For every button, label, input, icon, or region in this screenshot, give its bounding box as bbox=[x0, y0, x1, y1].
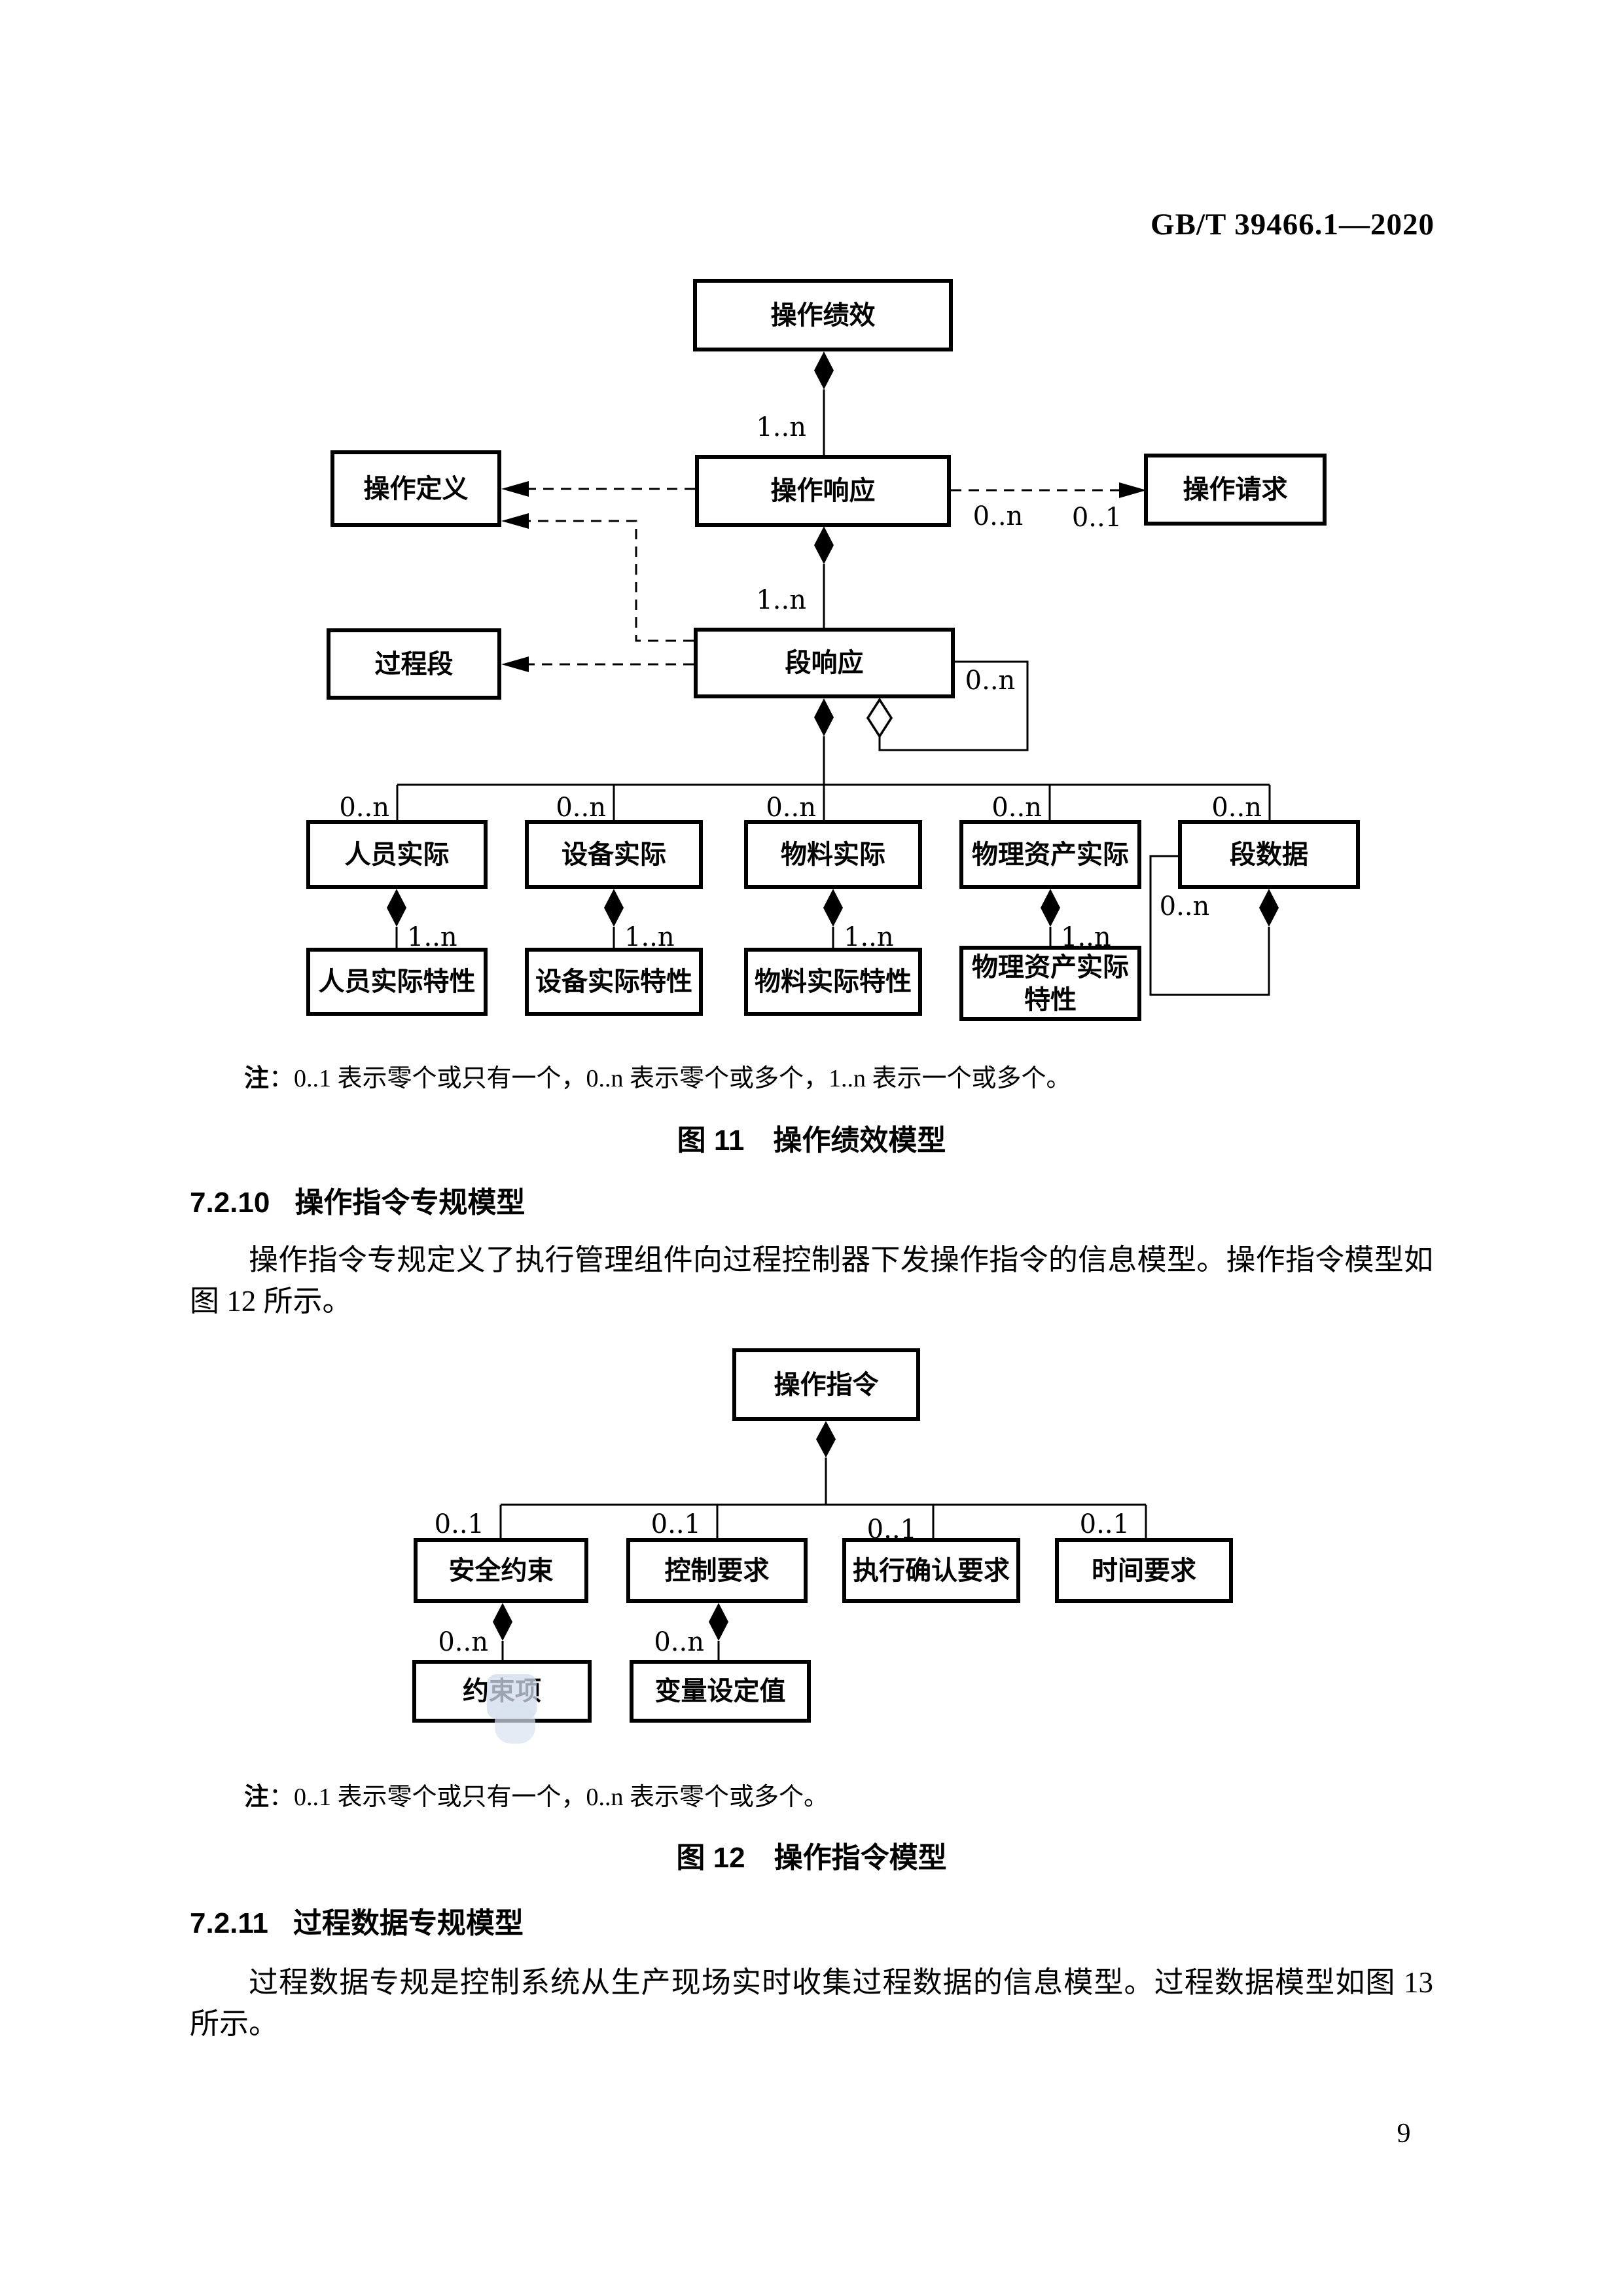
fig11-dashed-lines bbox=[527, 488, 1120, 666]
fig11-note: 注：0..1 表示零个或只有一个，0..n 表示零个或多个，1..n 表示一个或… bbox=[244, 1058, 1071, 1095]
mult-label: 0..1 bbox=[651, 1509, 701, 1539]
note-label: 注 bbox=[244, 1784, 270, 1811]
node-segment-response: 段响应 bbox=[694, 628, 955, 698]
mult-label: 0..n bbox=[556, 793, 606, 823]
node-equipment-actual-property: 设备实际特性 bbox=[525, 948, 703, 1016]
node-time-requirement: 时间要求 bbox=[1055, 1538, 1233, 1603]
node-operations-response: 操作响应 bbox=[695, 455, 951, 527]
mult-label: 0..n bbox=[438, 1627, 488, 1657]
fig12-caption: 图 12 操作指令模型 bbox=[676, 1842, 947, 1874]
mult-label: 1..n bbox=[756, 585, 806, 615]
note-text: ：0..1 表示零个或只有一个，0..n 表示零个或多个，1..n 表示一个或多… bbox=[269, 1065, 1071, 1092]
mult-label: 0..n bbox=[1160, 891, 1210, 922]
fig11-solid-lines bbox=[395, 389, 1271, 996]
mult-label: 0..n bbox=[991, 793, 1042, 823]
node-personnel-actual-property: 人员实际特性 bbox=[306, 948, 488, 1016]
watermark-blob bbox=[495, 1703, 535, 1744]
fig12-note: 注：0..1 表示零个或只有一个，0..n 表示零个或多个。 bbox=[244, 1776, 829, 1814]
mult-label: 0..n bbox=[1211, 793, 1262, 823]
section-title: 过程数据专规模型 bbox=[293, 1907, 524, 1939]
node-material-actual-property: 物料实际特性 bbox=[744, 948, 922, 1016]
node-operations-instruction: 操作指令 bbox=[732, 1348, 920, 1421]
node-safety-constraint: 安全约束 bbox=[414, 1538, 588, 1603]
mult-label: 0..n bbox=[339, 793, 389, 823]
node-operations-request: 操作请求 bbox=[1144, 454, 1327, 526]
page-number: 9 bbox=[1397, 2119, 1411, 2149]
fig11-diamonds-arrowheads bbox=[387, 351, 1279, 927]
mult-label: 1..n bbox=[844, 922, 894, 952]
node-material-actual: 物料实际 bbox=[744, 820, 922, 889]
node-execution-confirmation-requirement: 执行确认要求 bbox=[842, 1538, 1020, 1603]
section-heading-7-2-11: 7.2.11 过程数据专规模型 bbox=[190, 1899, 524, 1941]
standard-code-header: GB/T 39466.1—2020 bbox=[1150, 207, 1435, 242]
fig11-open-diamond bbox=[866, 697, 893, 739]
mult-label: 1..n bbox=[407, 922, 457, 952]
node-control-requirement: 控制要求 bbox=[626, 1538, 808, 1603]
mult-label: 1..n bbox=[756, 412, 806, 442]
section-paragraph-7-2-10: 操作指令专规定义了执行管理组件向过程控制器下发操作指令的信息模型。操作指令模型如… bbox=[190, 1244, 1433, 1318]
mult-label: 0..1 bbox=[1080, 1509, 1130, 1539]
section-paragraph-7-2-11: 过程数据专规是控制系统从生产现场实时收集过程数据的信息模型。过程数据模型如图 1… bbox=[190, 1966, 1433, 2040]
fig12-solid-lines bbox=[499, 1458, 1147, 1660]
mult-label: 0..n bbox=[654, 1627, 704, 1657]
section-heading-7-2-10: 7.2.10 操作指令专规模型 bbox=[190, 1179, 525, 1221]
node-segment-data: 段数据 bbox=[1178, 820, 1360, 889]
node-physical-asset-actual: 物理资产实际 bbox=[959, 820, 1141, 889]
mult-label: 0..n bbox=[973, 501, 1024, 531]
fig12-diamonds bbox=[493, 1421, 836, 1641]
node-operations-definition: 操作定义 bbox=[330, 450, 501, 527]
section-number: 7.2.10 bbox=[190, 1187, 270, 1219]
mult-label: 1..n bbox=[624, 922, 675, 952]
mult-label: 0..n bbox=[965, 666, 1016, 696]
note-text: ：0..1 表示零个或只有一个，0..n 表示零个或多个。 bbox=[269, 1784, 829, 1811]
node-equipment-actual: 设备实际 bbox=[525, 820, 703, 889]
node-variable-setpoint: 变量设定值 bbox=[630, 1660, 811, 1723]
mult-label: 0..1 bbox=[1072, 503, 1122, 533]
node-operations-performance: 操作绩效 bbox=[693, 279, 953, 351]
node-process-segment: 过程段 bbox=[327, 628, 501, 700]
mult-label: 0..n bbox=[766, 793, 816, 823]
section-number: 7.2.11 bbox=[190, 1907, 268, 1939]
node-personnel-actual: 人员实际 bbox=[306, 820, 488, 889]
fig11-caption: 图 11 操作绩效模型 bbox=[677, 1124, 946, 1157]
note-label: 注 bbox=[244, 1065, 270, 1092]
mult-label: 0..1 bbox=[435, 1509, 484, 1539]
section-title: 操作指令专规模型 bbox=[294, 1187, 526, 1219]
node-physical-asset-actual-property: 物理资产实际特性 bbox=[959, 946, 1141, 1021]
